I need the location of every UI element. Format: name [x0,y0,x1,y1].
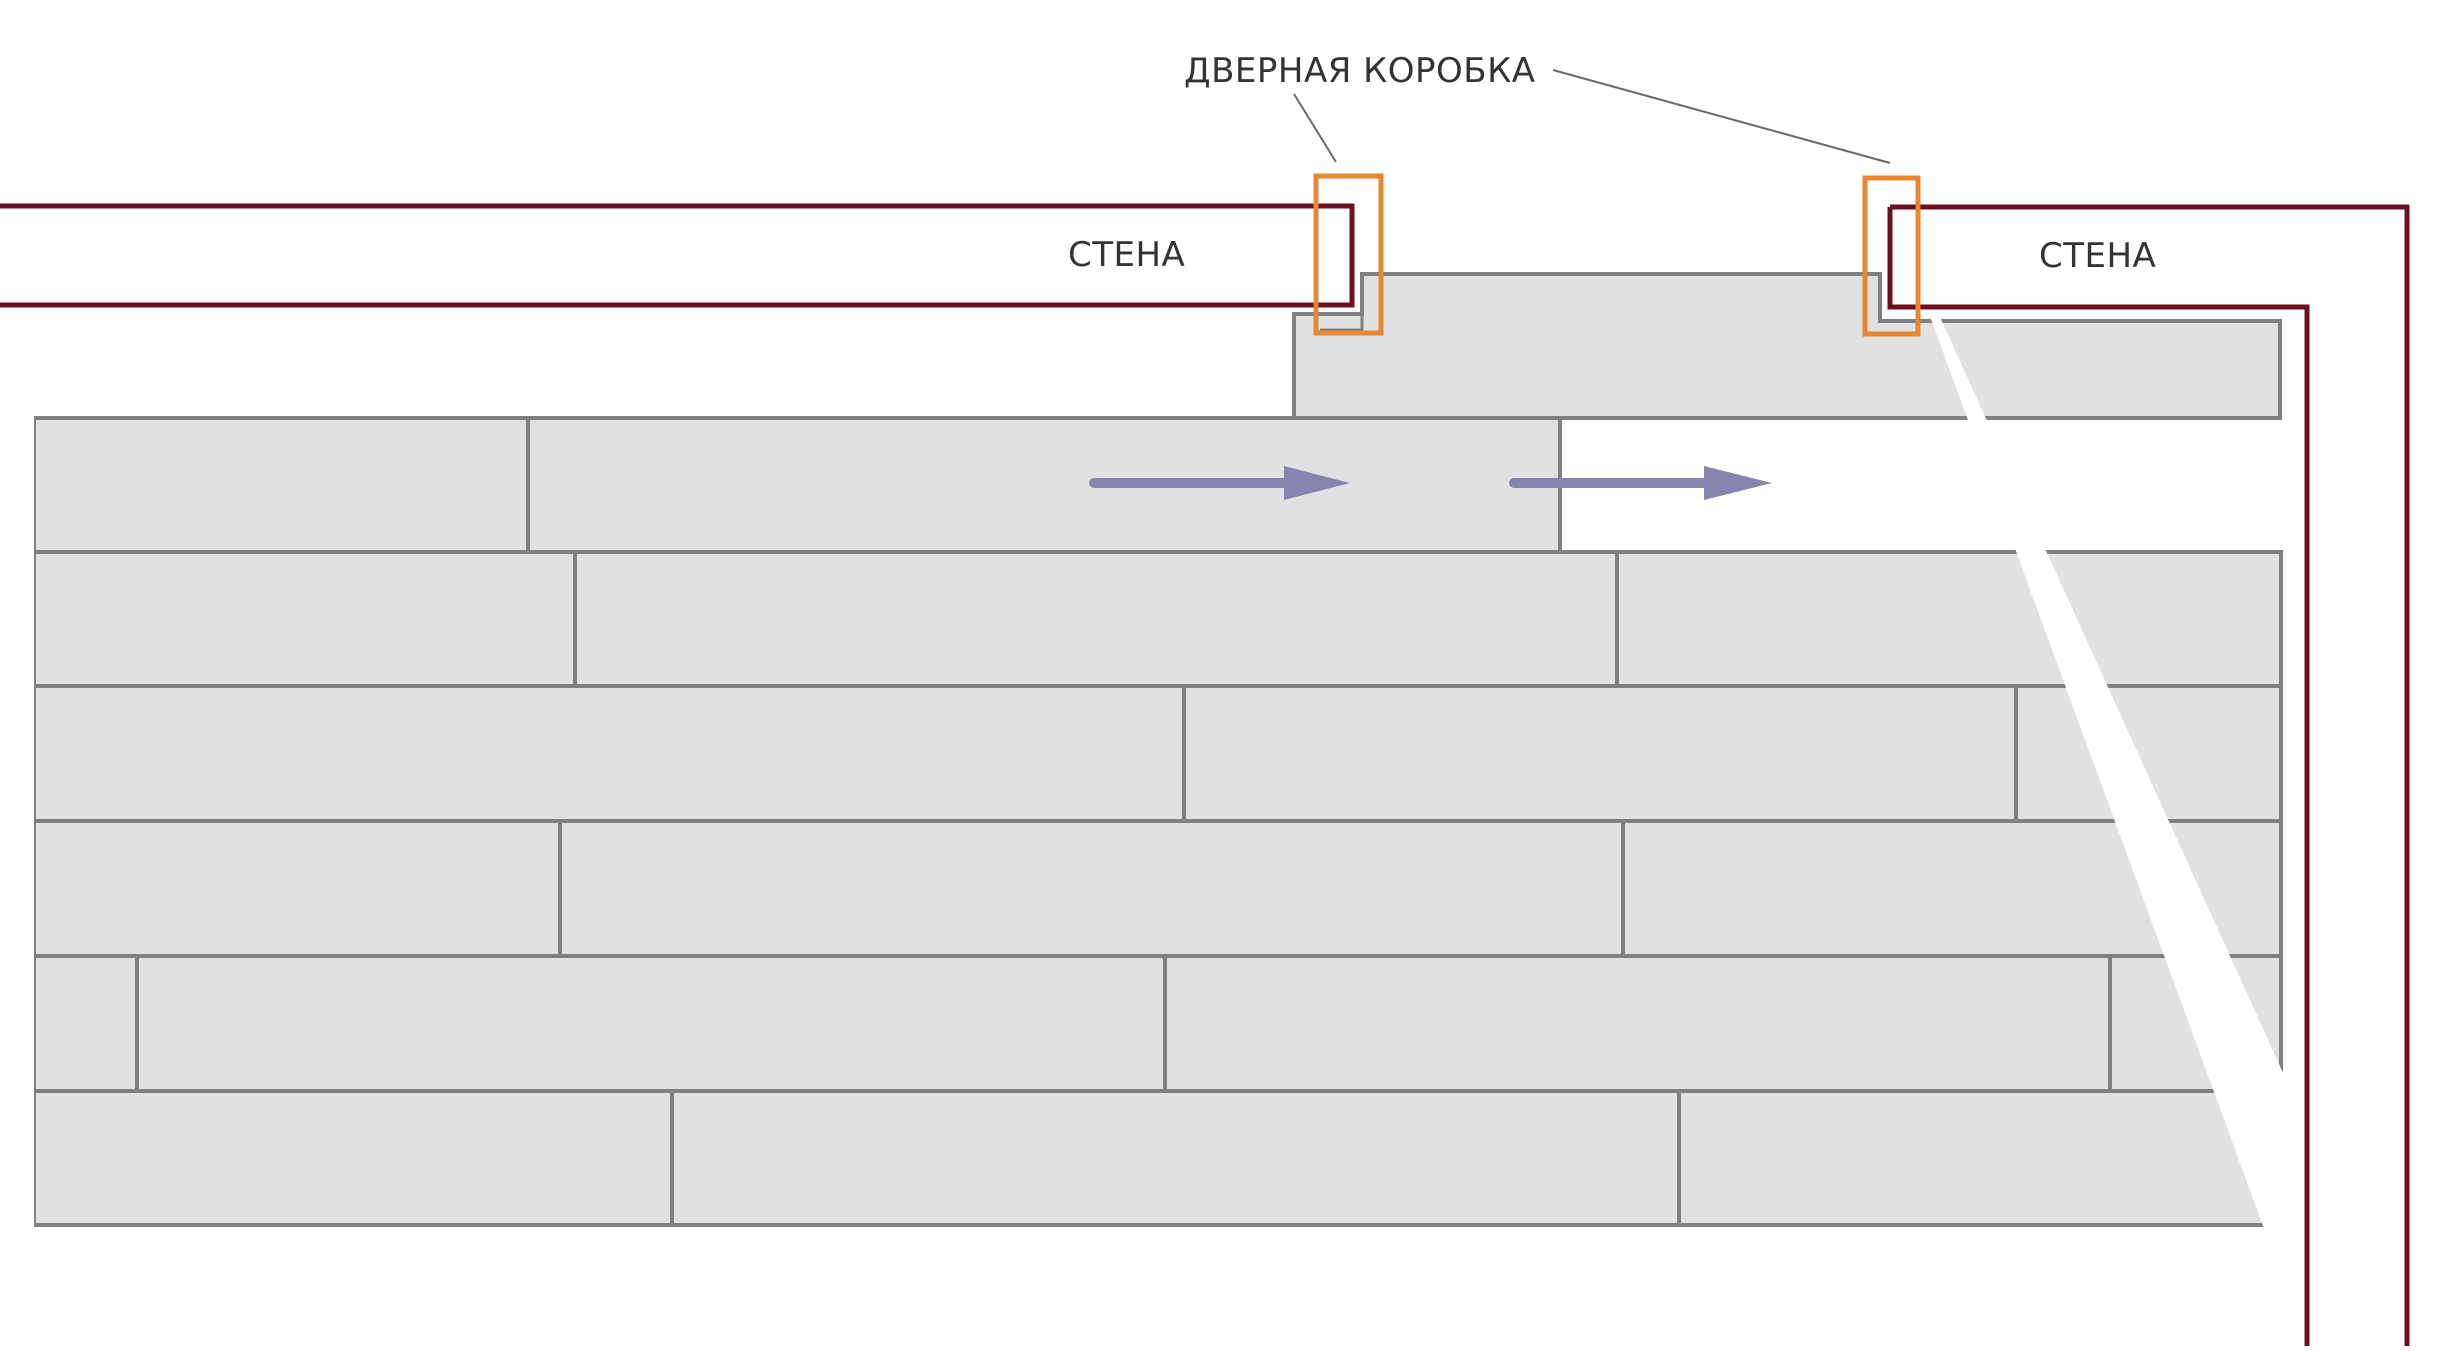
leader-lines [1293,69,1891,164]
arrow-right [1509,466,1772,500]
arrows [1089,466,1772,500]
wall-left-label: СТЕНА [1068,235,1185,275]
plank-row2-b [573,550,1619,688]
door-frame-left-joint [1320,274,1364,332]
door-frame-left [1313,173,1384,336]
walls [0,203,2410,1346]
plank-row4-a [32,819,562,958]
door-frame-right [1862,175,1921,337]
arrow-left [1089,466,1350,500]
plank-row6-c [1677,1089,2283,1227]
plank-row1-a [32,416,530,554]
wall-left-outline [0,203,1355,308]
plank-row4-b [558,819,1625,958]
plank-row2-c [1615,550,2283,688]
plank-row5-a [32,954,139,1093]
plank-row5-c [1163,954,2112,1093]
plank-row1-b [526,416,1562,554]
leader-line-right [1552,69,1891,164]
plank-row5-b [135,954,1167,1093]
plank-row3-b [1182,684,2018,823]
plank-row6-a [32,1089,674,1227]
plank-row3-a [32,684,1186,823]
door-frames [1313,173,1921,337]
plank-row6-b [670,1089,1681,1227]
plank-row2-a [32,550,577,688]
wall-right-outline [1887,204,2410,1346]
door-frame-label: ДВЕРНАЯ КОРОБКА [1184,51,1536,91]
wall-right-label: СТЕНА [2039,236,2156,276]
leader-line-left [1293,93,1337,163]
plank-rows [32,272,2283,1227]
left-edge-mask [0,410,34,1240]
door-frame-right-joint [1878,274,1915,323]
